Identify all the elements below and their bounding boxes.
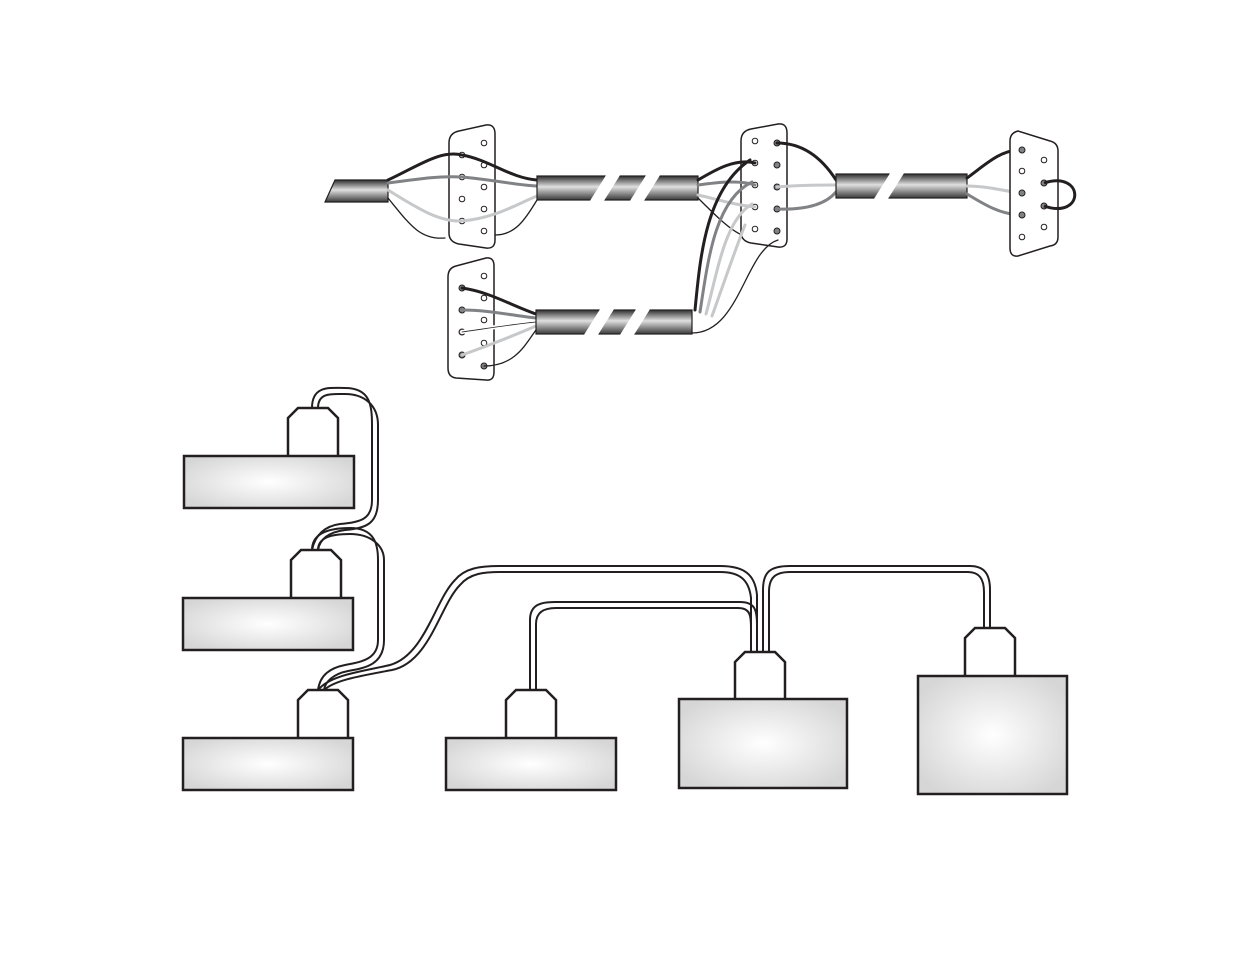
device-2 (183, 550, 353, 650)
cable-assembly (325, 124, 1075, 380)
device-3 (183, 690, 353, 790)
serial-connector-d (1010, 131, 1075, 256)
serial-connector-c (448, 258, 494, 380)
cable-input-stub (325, 180, 388, 202)
serial-connector-a (449, 125, 495, 248)
device-1 (184, 408, 354, 508)
device-4 (446, 690, 616, 790)
device-5 (679, 652, 847, 788)
device-6 (918, 628, 1067, 794)
cable-segment-3 (536, 306, 692, 338)
cable-segment-1 (537, 172, 698, 204)
network-cables (312, 388, 990, 690)
device-network (183, 388, 1067, 794)
cable-segment-2 (836, 170, 967, 202)
